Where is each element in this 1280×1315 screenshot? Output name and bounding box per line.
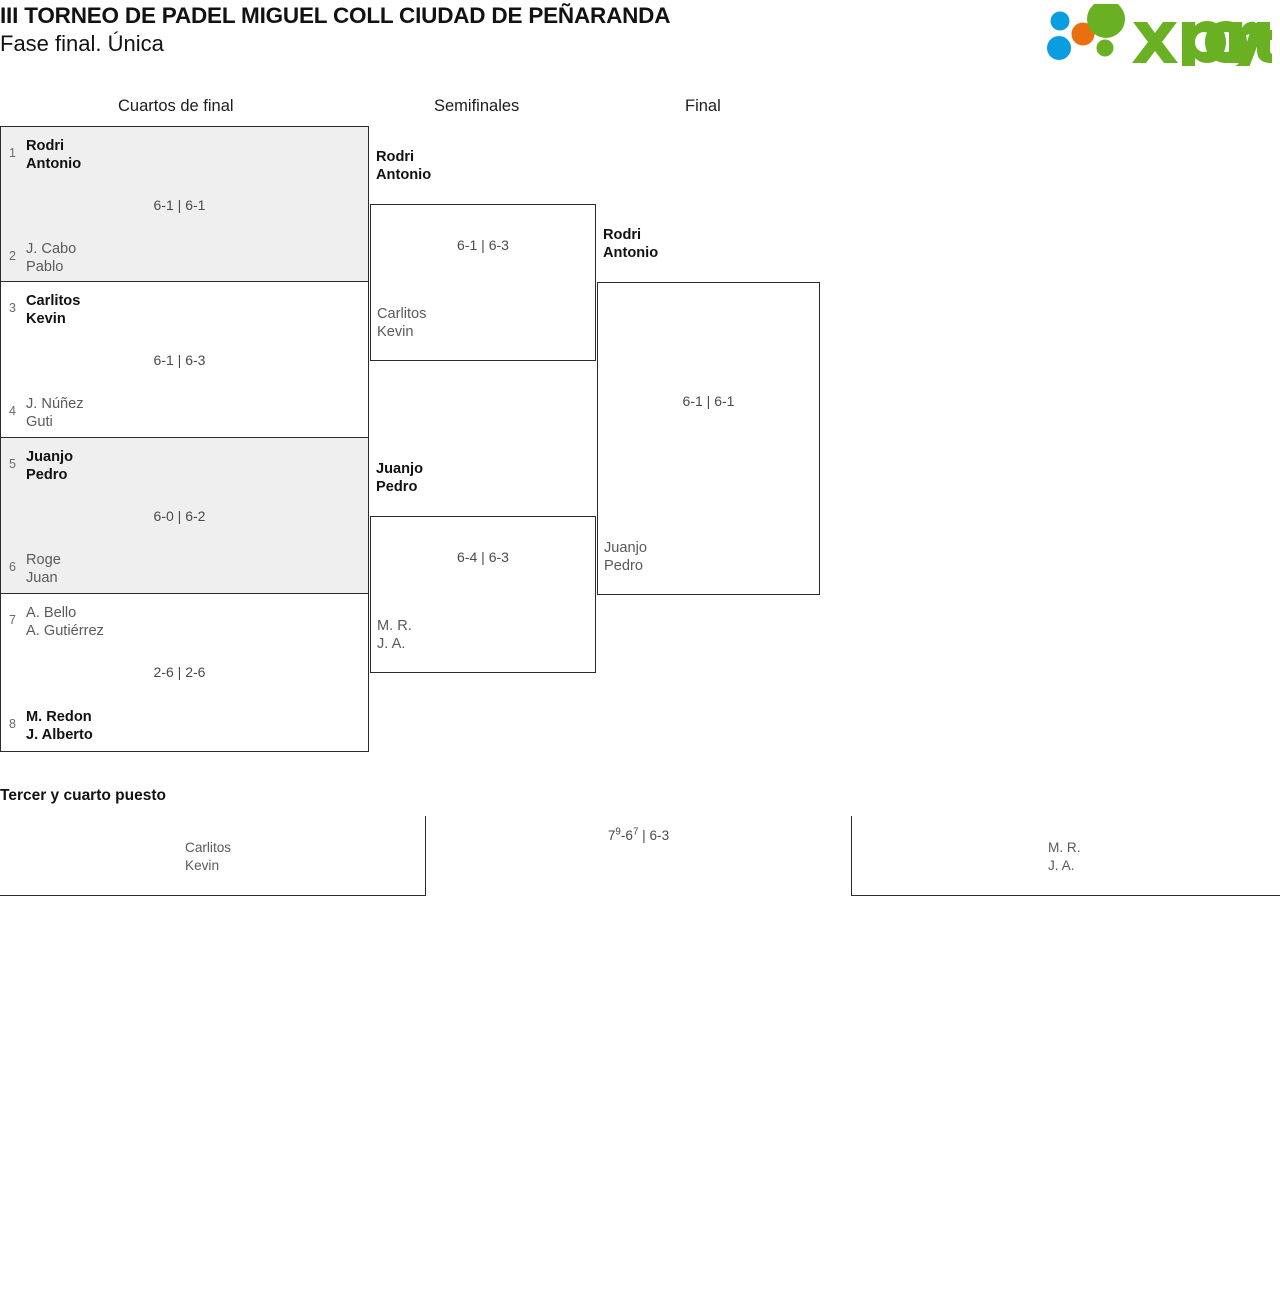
match-score: 6-0 | 6-2: [153, 508, 206, 524]
score-set1-opp-tiebreak: 7: [632, 826, 639, 838]
semifinal-1-loser: Carlitos Kevin: [377, 305, 426, 341]
third-place-title: Tercer y cuarto puesto: [0, 787, 166, 804]
semifinal-2-winner: Juanjo Pedro: [376, 460, 423, 496]
team-name: Rodri Antonio: [26, 137, 81, 173]
team-player-1: M. R.: [377, 618, 412, 634]
seed-number: 8: [9, 717, 16, 731]
seed-number: 1: [9, 146, 16, 160]
logo-dots-icon: [1047, 4, 1125, 60]
round-header-semifinals: Semifinales: [434, 97, 520, 115]
tournament-name: III TORNEO DE PADEL MIGUEL COLL CIUDAD D…: [0, 3, 671, 28]
team-player-2: Kevin: [185, 858, 220, 873]
score-set1-games: 7: [607, 828, 616, 843]
match-quarterfinal-4[interactable]: 7 A. Bello A. Gutiérrez 2-6 | 2-6 8 M. R…: [0, 594, 369, 752]
team-player-2: Guti: [26, 414, 53, 430]
team-player-1: Juanjo: [26, 449, 74, 465]
team-player-1: M. Redon: [26, 709, 92, 725]
team-player-1: Rodri: [376, 149, 415, 165]
final-loser: Juanjo Pedro: [604, 539, 647, 575]
xporty-logo[interactable]: [1036, 4, 1272, 66]
semifinal-2-loser: M. R. J. A.: [377, 617, 412, 653]
team-name: J. Cabo Pablo: [26, 240, 76, 276]
match-quarterfinal-2[interactable]: 3 Carlitos Kevin 6-1 | 6-3 4 J. Núñez Gu…: [0, 282, 369, 438]
team-player-1: Carlitos: [185, 840, 232, 855]
score-set1-tiebreak: 9: [615, 826, 621, 838]
seed-number: 6: [9, 560, 16, 574]
third-place-right-slot[interactable]: M. R. J. A.: [851, 816, 1280, 896]
team-player-2: J. A.: [1048, 858, 1075, 873]
third-place-score: 79-67 | 6-3: [607, 826, 670, 843]
third-place-right-team: M. R. J. A.: [1048, 839, 1080, 875]
team-name: A. Bello A. Gutiérrez: [26, 604, 104, 640]
team-player-1: A. Bello: [26, 605, 77, 621]
tournament-phase: Fase final. Única: [0, 31, 164, 56]
team-player-1: Rodri: [603, 227, 642, 243]
team-player-1: M. R.: [1048, 840, 1081, 855]
match-score: 6-1 | 6-3: [153, 352, 206, 368]
team-player-1: Juanjo: [376, 461, 424, 477]
team-name: Carlitos Kevin: [26, 292, 80, 328]
match-score: 6-1 | 6-1: [153, 197, 206, 213]
logo-wordmark-icon: [1132, 21, 1272, 66]
team-player-1: Roge: [26, 552, 61, 568]
seed-number: 5: [9, 457, 16, 471]
round-header-final: Final: [685, 97, 721, 115]
match-score: 6-1 | 6-3: [457, 237, 509, 253]
third-place-left-slot[interactable]: Carlitos Kevin: [0, 816, 426, 896]
third-place-left-team: Carlitos Kevin: [185, 839, 231, 875]
seed-number: 2: [9, 249, 16, 263]
team-player-1: J. Núñez: [26, 396, 84, 412]
team-player-2: Antonio: [376, 167, 432, 183]
final-winner: Rodri Antonio: [603, 226, 658, 262]
team-player-2: Antonio: [26, 156, 82, 172]
match-score: 2-6 | 2-6: [153, 664, 206, 680]
semifinal-1-winner: Rodri Antonio: [376, 148, 431, 184]
score-set1-opp-games: 6: [625, 828, 633, 843]
team-player-2: J. Alberto: [26, 727, 93, 743]
team-player-2: Pedro: [376, 479, 418, 495]
match-score: 6-1 | 6-1: [682, 393, 735, 409]
team-player-2: A. Gutiérrez: [26, 623, 104, 639]
seed-number: 3: [9, 301, 16, 315]
match-quarterfinal-3[interactable]: 5 Juanjo Pedro 6-0 | 6-2 6 Roge Juan: [0, 438, 369, 594]
team-player-2: Juan: [26, 570, 58, 586]
match-score: 6-4 | 6-3: [457, 549, 509, 565]
seed-number: 4: [9, 404, 16, 418]
team-player-1: Rodri: [26, 138, 65, 154]
team-player-2: Kevin: [26, 311, 66, 327]
match-quarterfinal-1[interactable]: 1 Rodri Antonio 6-1 | 6-1 2 J. Cabo Pabl…: [0, 126, 369, 282]
team-name: M. Redon J. Alberto: [26, 708, 93, 744]
match-semifinal-2[interactable]: 6-4 | 6-3 M. R. J. A.: [370, 516, 596, 673]
team-player-1: Juanjo: [604, 540, 648, 556]
seed-number: 7: [9, 613, 16, 627]
tournament-title-block: III TORNEO DE PADEL MIGUEL COLL CIUDAD D…: [0, 2, 900, 58]
team-name: Roge Juan: [26, 551, 61, 587]
team-player-2: Pedro: [604, 558, 643, 574]
team-player-2: Pablo: [26, 259, 64, 275]
team-player-2: Kevin: [377, 324, 414, 340]
team-player-1: J. Cabo: [26, 241, 77, 257]
team-player-1: Carlitos: [377, 306, 427, 322]
score-remaining-sets: | 6-3: [638, 828, 670, 843]
team-player-2: Pedro: [26, 467, 68, 483]
match-final[interactable]: 6-1 | 6-1 Juanjo Pedro: [597, 282, 820, 595]
team-name: Juanjo Pedro: [26, 448, 73, 484]
page-header: III TORNEO DE PADEL MIGUEL COLL CIUDAD D…: [0, 0, 1280, 78]
team-player-2: Antonio: [603, 245, 659, 261]
round-header-quarterfinals: Cuartos de final: [118, 97, 234, 115]
team-name: J. Núñez Guti: [26, 395, 84, 431]
match-semifinal-1[interactable]: 6-1 | 6-3 Carlitos Kevin: [370, 204, 596, 361]
team-player-1: Carlitos: [26, 293, 81, 309]
team-player-2: J. A.: [377, 636, 406, 652]
